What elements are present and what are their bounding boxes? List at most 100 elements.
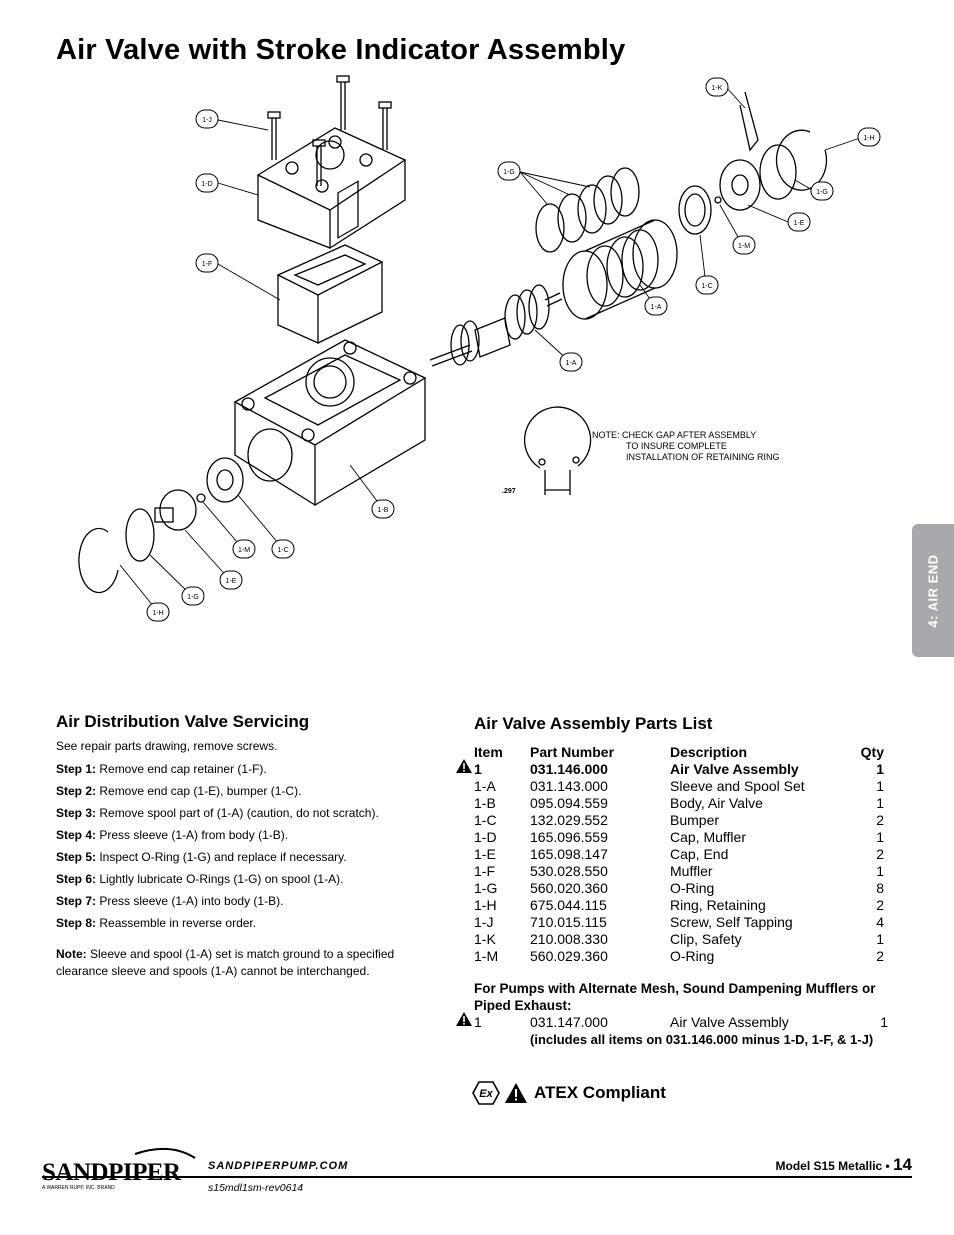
logo-subtitle: A WARREN RUPP, INC. BRAND	[42, 1185, 115, 1191]
cell-item: 1-E	[474, 846, 496, 862]
cell-description: Air Valve Assembly	[670, 761, 799, 777]
step-text: Press sleeve (1-A) from body (1-B).	[96, 827, 289, 842]
callout-1e-left: 1-E	[226, 578, 237, 585]
cell-item: 1-H	[474, 897, 497, 913]
step-text: Press sleeve (1-A) into body (1-B).	[96, 893, 284, 908]
servicing-note: Note: Sleeve and spool (1-A) set is matc…	[56, 946, 446, 980]
step-label: Step 1:	[56, 761, 97, 776]
cell-part-number: 165.098.147	[530, 846, 608, 862]
cell-description: Bumper	[670, 812, 720, 828]
cell-description: Body, Air Valve	[670, 795, 763, 811]
cell-qty: 1	[876, 795, 884, 811]
step-text: Inspect O-Ring (1-G) and replace if nece…	[96, 849, 347, 864]
cell-description: Muffler	[670, 863, 713, 879]
cell-item: 1-C	[474, 812, 497, 828]
muffler-1f	[276, 244, 384, 345]
cell-qty: 1	[876, 931, 884, 947]
cell-qty: 8	[876, 880, 884, 896]
cell-item: 1	[474, 761, 482, 777]
callout-1g-right: 1-G	[816, 189, 828, 196]
step-label: Step 7:	[56, 893, 97, 908]
model-name: Model S15 Metallic •	[775, 1159, 894, 1173]
step-text: Remove end cap (1-E), bumper (1-C).	[96, 783, 302, 798]
alt-item: 1	[474, 1014, 482, 1030]
callout-1k: 1-K	[712, 85, 723, 92]
cell-item: 1-F	[474, 863, 495, 879]
cell-qty: 2	[876, 812, 884, 828]
cell-part-number: 132.029.552	[530, 812, 608, 828]
callout-1g-top: 1-G	[503, 169, 515, 176]
callout-1e-right: 1-E	[794, 220, 805, 227]
servicing-section: Air Distribution Valve Servicing See rep…	[56, 712, 446, 989]
revision-code: s15mdl1sm-rev0614	[208, 1182, 304, 1194]
cell-item: 1-B	[474, 795, 496, 811]
servicing-step: Step 7: Press sleeve (1-A) into body (1-…	[56, 893, 446, 909]
cell-item: 1-J	[474, 914, 494, 930]
diagram-note-line2: TO INSURE COMPLETE	[626, 441, 727, 451]
cell-qty: 2	[876, 948, 884, 964]
warning-triangle-icon	[456, 759, 472, 773]
servicing-step: Step 2: Remove end cap (1-E), bumper (1-…	[56, 783, 446, 799]
note-label: Note:	[56, 947, 87, 961]
cell-part-number: 560.020.360	[530, 880, 608, 896]
sandpiper-logo: SANDPIPER A WARREN RUPP, INC. BRAND	[42, 1147, 196, 1191]
col-part-number: Part Number	[530, 744, 615, 760]
cell-part-number: 031.143.000	[530, 778, 608, 794]
servicing-intro: See repair parts drawing, remove screws.	[56, 739, 278, 753]
website-link[interactable]: SANDPIPERPUMP.COM	[208, 1160, 349, 1172]
step-label: Step 6:	[56, 871, 97, 886]
callout-1d: 1-D	[201, 181, 212, 188]
cell-part-number: 560.029.360	[530, 948, 608, 964]
logo-wordmark: SANDPIPER	[42, 1159, 182, 1186]
section-tab-label: 4: AIR END	[925, 553, 941, 628]
cell-description: O-Ring	[670, 880, 715, 896]
step-label: Step 5:	[56, 849, 97, 864]
alt-heading: For Pumps with Alternate Mesh, Sound Dam…	[474, 981, 876, 1013]
callout-1h-top: 1-H	[863, 135, 874, 142]
ex-mark: Ex	[479, 1088, 493, 1100]
model-page: Model S15 Metallic • 14	[776, 1155, 913, 1175]
cell-part-number: 210.008.330	[530, 931, 608, 947]
cell-item: 1-K	[474, 931, 496, 947]
cell-description: Screw, Self Tapping	[670, 914, 793, 930]
parts-heading: Air Valve Assembly Parts List	[474, 714, 713, 733]
alt-row: 1 031.147.000 Air Valve Assembly 1	[474, 1014, 888, 1031]
footer-divider	[42, 1176, 912, 1178]
cell-description: Ring, Retaining	[670, 897, 766, 913]
col-item: Item	[474, 744, 503, 760]
cell-qty: 1	[876, 761, 884, 777]
body-1b	[233, 339, 427, 507]
step-label: Step 4:	[56, 827, 97, 842]
cell-item: 1-D	[474, 829, 497, 845]
cell-part-number: 095.094.559	[530, 795, 608, 811]
orings-1g-top	[535, 167, 640, 253]
parts-header-row: Item Part Number Description Qty	[474, 744, 884, 761]
cell-qty: 2	[876, 897, 884, 913]
warning-triangle-icon	[456, 1012, 472, 1026]
table-row: 1-E 165.098.147 Cap, End 2	[474, 846, 884, 863]
table-row: 1-J 710.015.115 Screw, Self Tapping 4	[474, 914, 884, 931]
cell-item: 1-A	[474, 778, 496, 794]
left-end-parts	[78, 457, 244, 594]
step-label: Step 3:	[56, 805, 97, 820]
atex-compliant: Ex ATEX Compliant	[472, 1080, 666, 1106]
cell-qty: 1	[876, 778, 884, 794]
servicing-step: Step 8: Reassemble in reverse order.	[56, 916, 446, 931]
cell-qty: 1	[876, 863, 884, 879]
cell-qty: 4	[876, 914, 884, 930]
retaining-ring-detail	[523, 406, 592, 495]
cell-qty: 2	[876, 846, 884, 862]
page-title: Air Valve with Stroke Indicator Assembly	[56, 34, 626, 66]
callout-1m-right: 1-M	[738, 243, 750, 250]
callout-1h-left: 1-H	[152, 610, 163, 617]
callout-1c-right: 1-C	[701, 283, 712, 290]
cell-description: Cap, End	[670, 846, 729, 862]
cell-part-number: 165.096.559	[530, 829, 608, 845]
servicing-step: Step 3: Remove spool part of (1-A) (caut…	[56, 805, 446, 821]
cell-part-number: 710.015.115	[530, 914, 607, 930]
